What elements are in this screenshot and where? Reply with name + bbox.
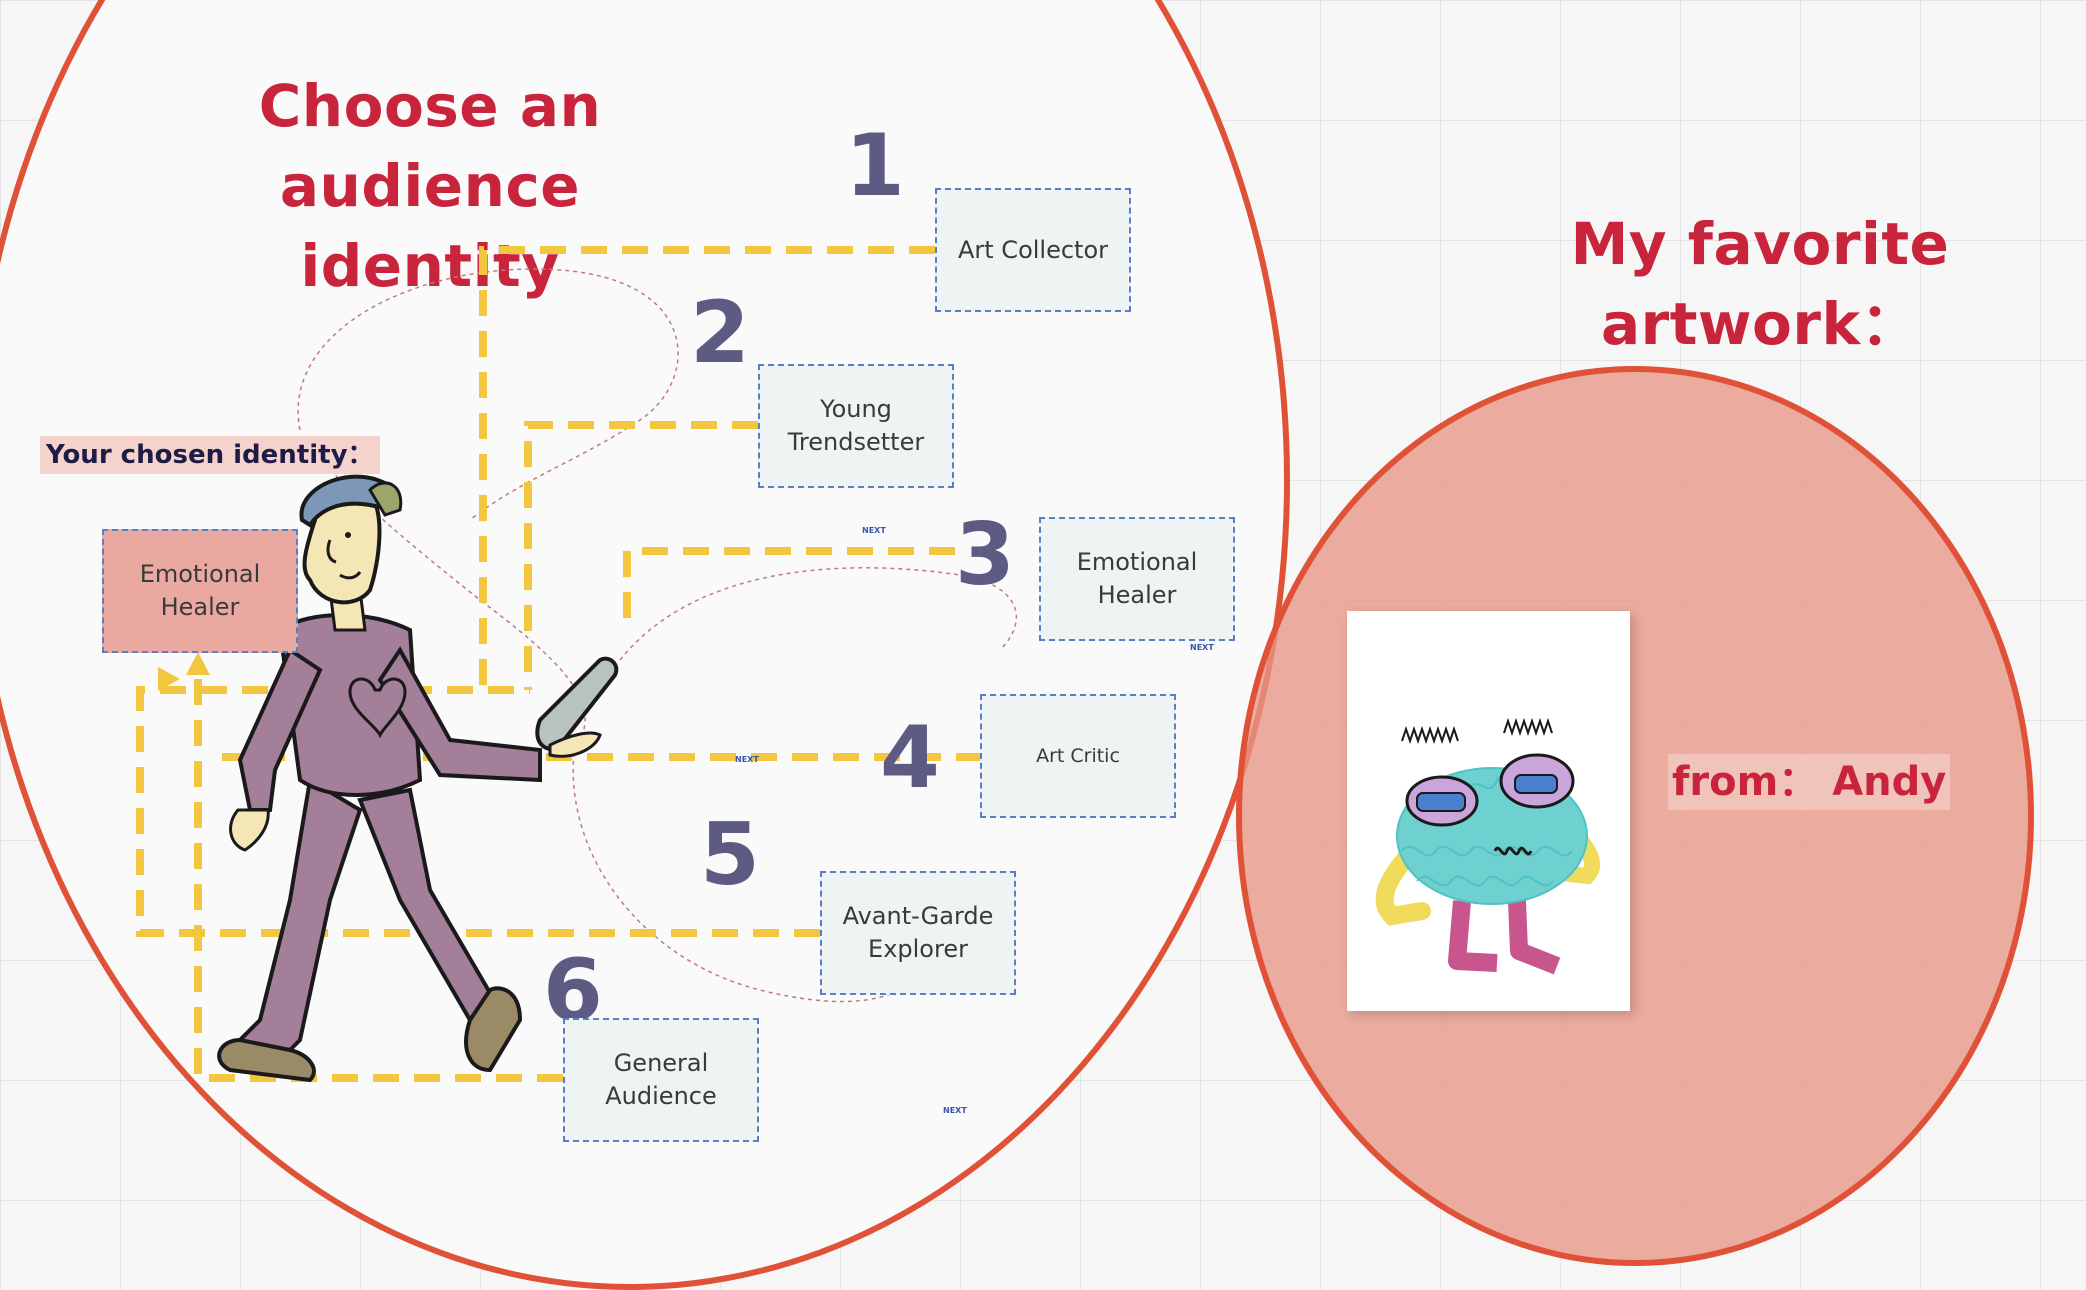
next-link[interactable]: NEXT <box>862 526 886 535</box>
identity-card-art-collector[interactable]: Art Collector <box>935 188 1131 312</box>
identity-number-2: 2 <box>690 283 750 383</box>
walking-man-illustration <box>217 474 619 1083</box>
choose-identity-heading: Choose an audience identity <box>258 72 602 300</box>
artwork-card[interactable] <box>1347 611 1630 1011</box>
arrow-up-icon <box>186 652 210 675</box>
artwork-author: from： Andy <box>1668 754 1951 810</box>
monster-artwork <box>1375 717 1600 975</box>
dotted-curve <box>297 268 679 521</box>
identity-card-general-audience[interactable]: General Audience <box>563 1018 759 1142</box>
identity-card-young-trendsetter[interactable]: Young Trendsetter <box>758 364 954 488</box>
chosen-identity-label: Your chosen identity： <box>40 436 380 474</box>
identity-card-art-critic[interactable]: Art Critic <box>980 694 1176 818</box>
identity-number-5: 5 <box>700 805 760 905</box>
path-2 <box>524 421 758 690</box>
next-link[interactable]: NEXT <box>943 1106 967 1115</box>
arrow-right-icon <box>158 667 180 691</box>
path-1 <box>479 246 935 690</box>
identity-number-1: 1 <box>845 116 905 216</box>
identity-card-emotional-healer[interactable]: Emotional Healer <box>1039 517 1235 641</box>
path-3 <box>623 547 955 630</box>
identity-card-avant-garde-explorer[interactable]: Avant-Garde Explorer <box>820 871 1016 995</box>
next-link[interactable]: NEXT <box>735 755 759 764</box>
next-link[interactable]: NEXT <box>1190 643 1214 652</box>
dotted-curve <box>572 744 901 1003</box>
identity-number-4: 4 <box>880 708 940 808</box>
identity-number-3: 3 <box>955 505 1015 605</box>
chosen-identity-card[interactable]: Emotional Healer <box>102 529 298 653</box>
favorite-artwork-heading: My favorite artwork： <box>1570 210 1950 358</box>
path-6 <box>194 665 563 1082</box>
